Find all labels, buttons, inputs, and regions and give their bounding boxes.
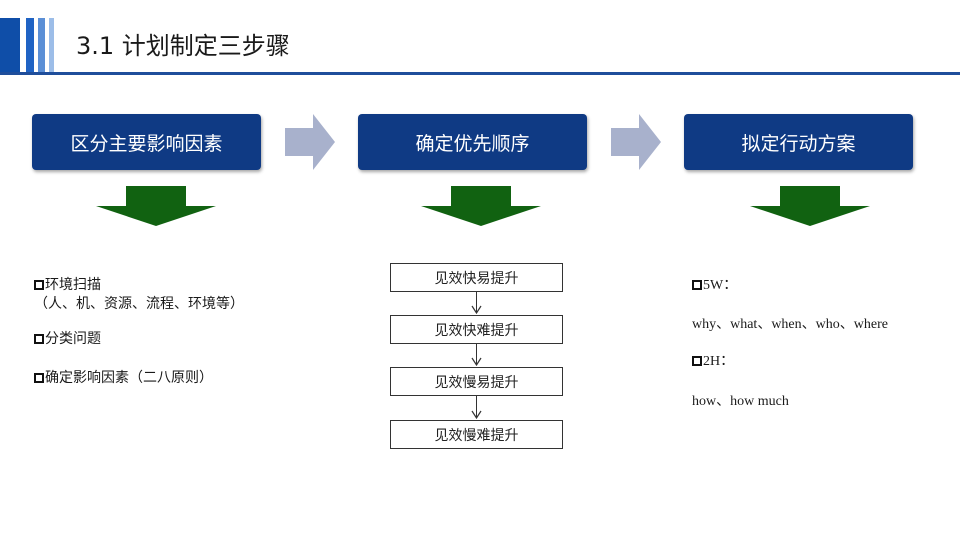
down-chevron-icon — [471, 410, 482, 419]
page-title: 3.1 计划制定三步骤 — [76, 32, 290, 60]
step-set-priority: 确定优先顺序 — [358, 114, 587, 170]
list-2h: how、how much — [692, 394, 789, 409]
heading-5w: 5W： — [692, 277, 737, 295]
title-divider — [0, 72, 960, 75]
priority-box-quick-hard: 见效快难提升 — [390, 315, 563, 344]
down-arrow-icon — [421, 186, 541, 226]
right-arrow-icon — [611, 114, 661, 170]
left-item-scan-detail: （人、机、资源、流程、环境等） — [34, 296, 244, 312]
left-item-factors: 确定影响因素（二八原则） — [34, 369, 213, 387]
step-identify-factors: 区分主要影响因素 — [32, 114, 261, 170]
step-action-plan: 拟定行动方案 — [684, 114, 913, 170]
flow-connector — [476, 344, 477, 364]
heading-2h: 2H： — [692, 353, 734, 371]
priority-box-slow-easy: 见效慢易提升 — [390, 367, 563, 396]
checkbox-square-icon — [34, 334, 44, 344]
left-item-classify: 分类问题 — [34, 330, 101, 348]
header-accent-bar — [26, 18, 34, 74]
down-arrow-icon — [750, 186, 870, 226]
priority-box-quick-easy: 见效快易提升 — [390, 263, 563, 292]
header-accent-bar — [38, 18, 45, 74]
header-accent-bar — [49, 18, 54, 74]
checkbox-square-icon — [692, 356, 702, 366]
flow-connector — [476, 292, 477, 312]
checkbox-square-icon — [34, 373, 44, 383]
priority-box-slow-hard: 见效慢难提升 — [390, 420, 563, 449]
checkbox-square-icon — [34, 280, 44, 290]
checkbox-square-icon — [692, 280, 702, 290]
down-chevron-icon — [471, 305, 482, 314]
flow-connector — [476, 396, 477, 417]
down-arrow-icon — [96, 186, 216, 226]
right-arrow-icon — [285, 114, 335, 170]
header-accent-bar — [0, 18, 20, 74]
down-chevron-icon — [471, 357, 482, 366]
left-item-environment-scan: 环境扫描 — [34, 276, 101, 294]
list-5w: why、what、when、who、where — [692, 317, 888, 332]
